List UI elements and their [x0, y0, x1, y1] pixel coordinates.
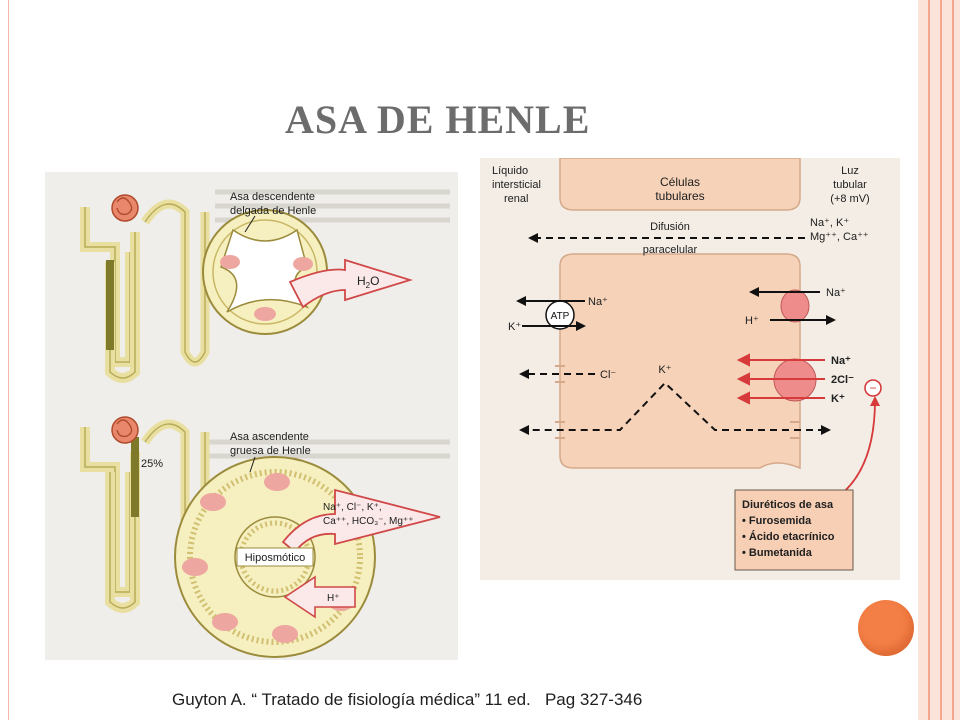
interstitial-label: Líquido: [492, 165, 528, 177]
nkcc-chloride-label: 2Cl⁻: [831, 374, 854, 386]
loop-diuretics-box: [734, 489, 854, 571]
slide-frame-right-band: [918, 0, 960, 720]
descending-limb-label: Asa descendente: [230, 191, 315, 203]
cells-label-line2: tubulares: [655, 189, 704, 203]
diuretics-heading: Diuréticos de asa: [742, 499, 834, 511]
paracellular-ions-label-line2: Mg⁺⁺, Ca⁺⁺: [810, 231, 869, 243]
arrowhead: [576, 321, 586, 331]
water-label: H2O: [357, 274, 379, 290]
arrowhead: [519, 425, 529, 435]
apical-proton-label: H⁺: [745, 315, 759, 327]
slide-frame-left-line: [8, 0, 9, 720]
frame-stripe: [928, 0, 930, 720]
ion-outflow-arrow: [281, 488, 441, 554]
ion-list-line1: Na⁺, Cl⁻, K⁺,: [323, 502, 382, 513]
nkcc-sodium-label: Na⁺: [831, 355, 851, 367]
upper-tubular-cell: [559, 158, 801, 211]
descending-limb-cross-section: [202, 209, 328, 335]
label-pointer: [244, 215, 256, 233]
source-citation: Guyton A. “ Tratado de fisiología médica…: [172, 690, 643, 709]
nkcc-potassium-label: K⁺: [831, 393, 845, 405]
loop-of-henle-illustration: Asa descendente delgada de Henle H2O 25%: [80, 189, 450, 658]
arrowhead: [821, 425, 831, 435]
ascending-limb-label: Asa ascendente: [230, 431, 309, 443]
lumen-label-line3: (+8 mV): [830, 193, 869, 205]
frame-stripe: [952, 0, 954, 720]
cells-label: Células: [660, 175, 700, 189]
descending-limb-label-line2: delgada de Henle: [230, 205, 316, 217]
arrowhead: [519, 369, 529, 379]
interstitial-label-line2: intersticial: [492, 179, 541, 191]
lumen-label: Hiposmótico: [245, 552, 306, 564]
diuretic-item: • Furosemida: [742, 515, 812, 527]
arrowhead: [749, 287, 759, 297]
diffusion-label: Difusión: [650, 221, 690, 233]
sodium-label: Na⁺: [588, 296, 608, 308]
diuretic-item: • Ácido etacrínico: [742, 530, 835, 543]
proton-label: H⁺: [327, 593, 340, 604]
ion-list-line2: Ca⁺⁺, HCO₃⁻, Mg⁺⁺: [323, 516, 413, 527]
ascending-limb-label-line2: gruesa de Henle: [230, 445, 311, 457]
arrowhead: [870, 396, 880, 406]
potassium-recycle-label: K⁺: [658, 364, 671, 376]
proton-inflow-arrow: [283, 575, 356, 619]
water-outflow-arrow: [288, 258, 414, 309]
interstitial-label-line3: renal: [504, 193, 528, 205]
percent-label: 25%: [141, 458, 163, 470]
ion-transport-diagram: Líquido intersticial renal Células tubul…: [492, 158, 882, 571]
paracellular-ions-label: Na⁺, K⁺: [810, 217, 849, 229]
ion-transport-figure: Líquido intersticial renal Células tubul…: [480, 158, 900, 580]
apical-sodium-label: Na⁺: [826, 287, 846, 299]
chloride-label: Cl⁻: [600, 369, 616, 381]
label-pointer: [249, 456, 256, 473]
nkcc2-influx-arrows: [736, 353, 825, 405]
arrowhead: [528, 233, 538, 243]
loop-of-henle-figure: Asa descendente delgada de Henle H2O 25%: [45, 172, 458, 660]
lower-tubular-cell: [559, 253, 801, 470]
frame-stripe: [940, 0, 942, 720]
lumen-label-box: [236, 547, 314, 567]
potassium-recycling-arrow: [525, 381, 825, 431]
nephron-diagram-descending: [80, 194, 210, 383]
inhibition-icon: [864, 379, 882, 397]
inhibition-sign: −: [869, 381, 876, 395]
arrowhead: [826, 315, 836, 325]
arrowhead: [516, 296, 526, 306]
sodium-proton-exchanger: [780, 289, 810, 323]
atp-label: ATP: [551, 311, 570, 322]
decorative-orb: [858, 600, 914, 656]
potassium-label: K⁺: [508, 321, 521, 333]
diuretic-item: • Bumetanida: [742, 547, 813, 559]
lumen-label: Luz: [841, 165, 859, 177]
diffusion-label-line2: paracelular: [643, 244, 698, 256]
slide-title: ASA DE HENLE: [285, 97, 591, 142]
lumen-label-line2: tubular: [833, 179, 867, 191]
